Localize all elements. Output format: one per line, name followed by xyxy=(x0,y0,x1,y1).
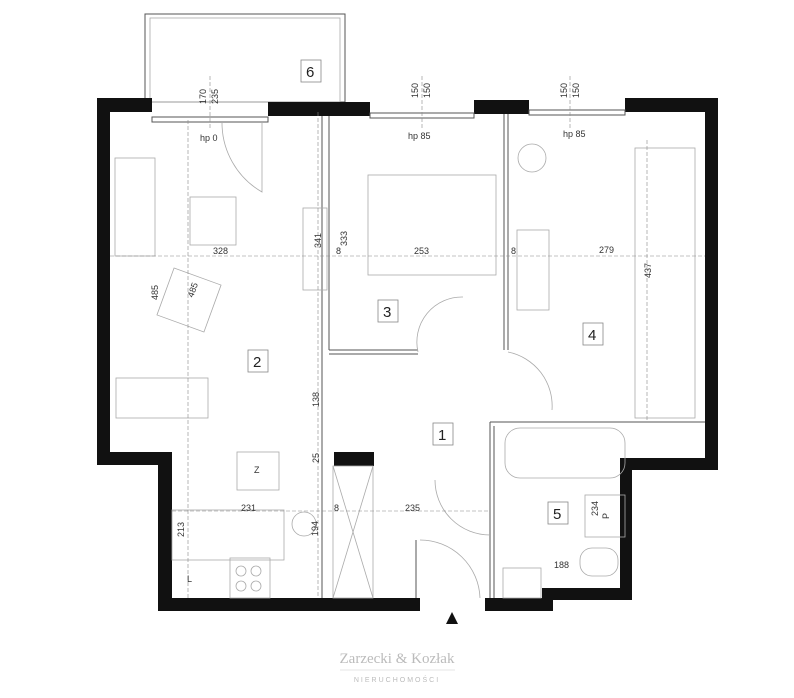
dim-235: 235 xyxy=(210,89,220,104)
dim-231: 231 xyxy=(241,503,256,513)
interior-walls xyxy=(221,114,705,599)
washer-label: P xyxy=(601,513,611,519)
dim-485: 485 xyxy=(185,281,200,299)
dim-8: 8 xyxy=(511,246,516,256)
room-3-label: 3 xyxy=(383,304,391,321)
furniture xyxy=(114,143,696,599)
room-4-label: 4 xyxy=(588,327,596,344)
room-1-label: 1 xyxy=(438,427,446,444)
dim-234: 234 xyxy=(590,501,600,516)
dim-333: 333 xyxy=(339,231,349,246)
dim-188: 188 xyxy=(554,560,569,570)
room-6-label: 6 xyxy=(306,64,314,81)
dim-485: 485 xyxy=(150,285,160,300)
dim-437: 437 xyxy=(643,263,653,278)
window-height: hp 85 xyxy=(563,129,586,139)
logo-name: Zarzecki & Kozłak xyxy=(340,651,455,667)
room-numbers: 6 2 3 4 1 5 xyxy=(247,59,604,525)
dim-170: 170 xyxy=(198,89,208,104)
balcony xyxy=(144,13,346,103)
logo-subtitle: NIERUCHOMOŚCI xyxy=(354,675,440,684)
exterior-walls xyxy=(97,98,718,611)
room-2-label: 2 xyxy=(253,354,261,371)
window-height: hp 0 xyxy=(200,133,218,143)
dim-150: 150 xyxy=(559,83,569,98)
dim-253: 253 xyxy=(414,246,429,256)
dim-328: 328 xyxy=(213,246,228,256)
dim-8: 8 xyxy=(334,503,339,513)
room-5-label: 5 xyxy=(553,506,561,523)
windows xyxy=(151,109,626,123)
dim-213: 213 xyxy=(176,522,186,537)
cabinet-label: L xyxy=(187,574,192,584)
dimension-labels: 170 235 150 150 150 150 hp 0 hp 85 hp 85… xyxy=(150,83,653,570)
dimension-lines xyxy=(110,76,705,598)
dim-138: 138 xyxy=(311,392,321,407)
dim-150: 150 xyxy=(571,83,581,98)
dim-150: 150 xyxy=(410,83,420,98)
window-height: hp 85 xyxy=(408,131,431,141)
dim-235: 235 xyxy=(405,503,420,513)
entrance-arrow-icon xyxy=(446,612,458,624)
dim-8: 8 xyxy=(336,246,341,256)
dim-150: 150 xyxy=(422,83,432,98)
dim-341: 341 xyxy=(313,233,323,248)
dim-194: 194 xyxy=(310,521,320,536)
fridge-label: Z xyxy=(254,465,260,475)
dim-279: 279 xyxy=(599,245,614,255)
dim-25: 25 xyxy=(311,453,321,463)
